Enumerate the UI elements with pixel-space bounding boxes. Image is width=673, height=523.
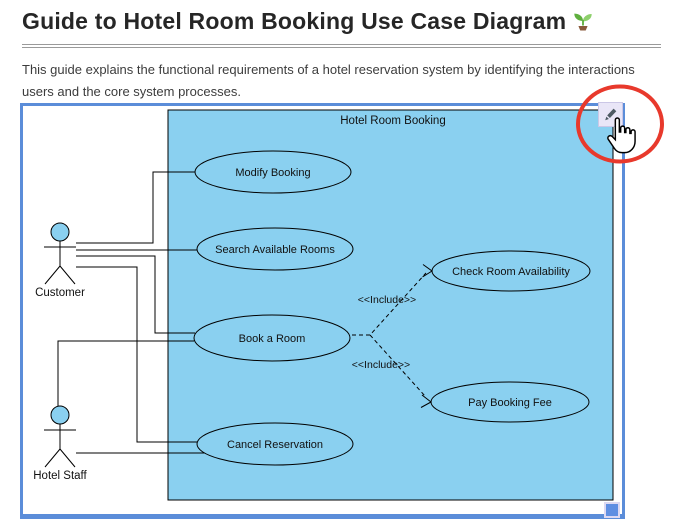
include-label-1: <<Include>>: [358, 294, 416, 306]
intro-line-2: users and the core system processes.: [22, 83, 241, 99]
actor-customer-head: [50, 222, 70, 242]
system-boundary-label: Hotel Room Booking: [340, 115, 445, 127]
edit-diagram-button[interactable]: [598, 102, 623, 127]
use-case-check-availability: [431, 250, 591, 292]
assoc-customer-cancel-reserv: [76, 266, 198, 443]
actor-hotel-staff-label: Hotel Staff: [33, 470, 87, 482]
use-case-diagram: Hotel Room Booking <<Include>> <<Include…: [33, 109, 614, 501]
assoc-customer-modify-booking: [76, 171, 195, 244]
use-case-pay-fee-label: Pay Booking Fee: [468, 397, 552, 409]
use-case-book-room: [193, 314, 351, 362]
actor-hotel-staff: Hotel Staff: [33, 405, 88, 482]
use-case-modify-booking-label: Modify Booking: [235, 167, 310, 179]
intro-line-1: This guide explains the functional requi…: [22, 62, 635, 77]
actor-hotel-staff-head: [50, 405, 70, 425]
use-case-cancel-reservation: [196, 422, 354, 466]
actor-customer-label: Customer: [35, 287, 85, 299]
intro-paragraph: This guide explains the functional requi…: [22, 59, 670, 102]
use-case-search-rooms-label: Search Available Rooms: [215, 244, 335, 256]
use-case-check-availability-label: Check Room Availability: [452, 266, 570, 278]
page-title: Guide to Hotel Room Booking Use Case Dia…: [22, 8, 661, 48]
actor-hotel-staff-body: [44, 424, 76, 468]
use-case-book-room-label: Book a Room: [239, 333, 306, 345]
use-case-search-rooms: [196, 227, 354, 271]
pencil-icon: [605, 108, 617, 121]
resize-handle[interactable]: [604, 502, 620, 518]
actor-customer-body: [44, 241, 76, 285]
diagram-widget[interactable]: Hotel Room Booking <<Include>> <<Include…: [20, 103, 625, 519]
use-case-pay-fee: [430, 381, 590, 423]
page-title-text: Guide to Hotel Room Booking Use Case Dia…: [22, 8, 567, 34]
include-label-2: <<Include>>: [352, 359, 410, 371]
assoc-customer-book-room: [76, 255, 195, 334]
use-case-modify-booking: [194, 150, 352, 194]
use-case-cancel-reservation-label: Cancel Reservation: [227, 439, 323, 451]
seedling-icon: [572, 9, 594, 31]
assoc-staff-book-room: [57, 340, 194, 406]
actor-customer: Customer: [35, 222, 85, 299]
